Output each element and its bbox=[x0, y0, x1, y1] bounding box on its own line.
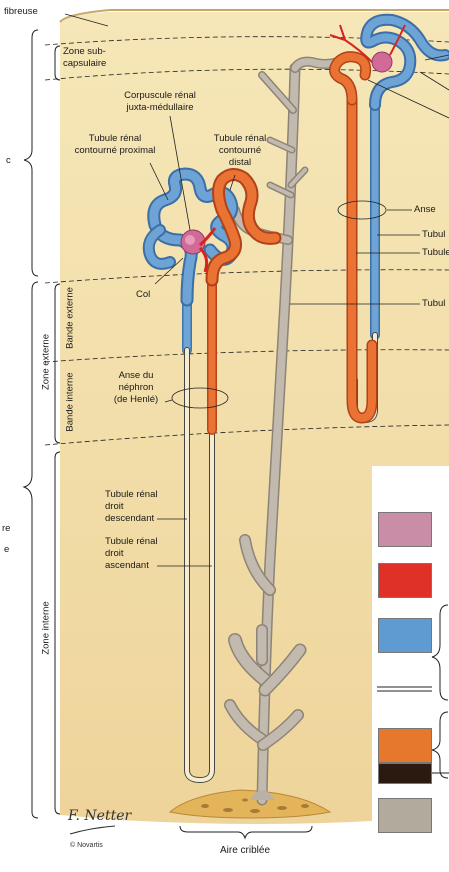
label-tcd-1: Tubule rénal bbox=[200, 133, 280, 144]
label-left-c: c bbox=[6, 155, 11, 166]
label-bande-interne: Bande interne bbox=[65, 372, 76, 431]
label-asc-1: Tubule rénal bbox=[105, 536, 157, 547]
label-right-tub2: Tubule bbox=[422, 247, 449, 258]
label-corpuscule-1: Corpuscule rénal bbox=[100, 90, 220, 101]
label-zone-sub: Zone sub- bbox=[63, 46, 106, 57]
label-asc-2: droit bbox=[105, 548, 123, 559]
label-fibreuse: fibreuse bbox=[4, 6, 38, 17]
glomerulus-juxta-highlight bbox=[185, 235, 195, 245]
label-bande-externe: Bande externe bbox=[65, 287, 76, 349]
label-anse-2: néphron bbox=[100, 382, 172, 393]
label-tcd-3: distal bbox=[200, 157, 280, 168]
label-right-tub3: Tubul bbox=[422, 298, 445, 309]
swatch-glomerulus bbox=[378, 512, 432, 547]
label-left-e: e bbox=[4, 544, 9, 555]
label-corpuscule-2: juxta-médullaire bbox=[100, 102, 220, 113]
label-desc-1: Tubule rénal bbox=[105, 489, 157, 500]
label-anse-1: Anse du bbox=[100, 370, 172, 381]
label-right-tub1: Tubul bbox=[422, 229, 445, 240]
swatch-collecting bbox=[378, 798, 432, 833]
glomerulus-cortical bbox=[372, 52, 392, 72]
label-capsulaire: capsulaire bbox=[63, 58, 106, 69]
swatch-collecting-dark bbox=[378, 763, 432, 784]
copyright: © Novartis bbox=[70, 842, 103, 849]
label-desc-3: descendant bbox=[105, 513, 154, 524]
label-zone-externe: Zone externe bbox=[41, 334, 52, 390]
bracket-zone-externe bbox=[55, 284, 60, 443]
signature-flourish bbox=[70, 826, 115, 834]
label-aire-criblee: Aire criblée bbox=[195, 845, 295, 856]
label-left-re: re bbox=[2, 523, 10, 534]
label-col: Col bbox=[136, 289, 150, 300]
bracket-aire-criblee bbox=[180, 826, 312, 838]
label-zone-interne: Zone interne bbox=[41, 601, 52, 654]
signature: F. Netter bbox=[68, 808, 131, 824]
label-tcp-1: Tubule rénal bbox=[65, 133, 165, 144]
label-right-anse: Anse bbox=[414, 204, 436, 215]
bracket-medulla bbox=[24, 282, 38, 818]
swatch-distal bbox=[378, 728, 432, 763]
label-tcd-2: contourné bbox=[200, 145, 280, 156]
label-anse-3: (de Henlé) bbox=[100, 394, 172, 405]
label-desc-2: droit bbox=[105, 501, 123, 512]
bracket-subcapsular bbox=[55, 46, 60, 80]
label-asc-3: ascendant bbox=[105, 560, 149, 571]
bracket-zone-interne bbox=[55, 452, 60, 814]
swatch-vessel bbox=[378, 563, 432, 598]
bracket-cortex bbox=[24, 30, 38, 276]
swatch-proximal bbox=[378, 618, 432, 653]
label-tcp-2: contourné proximal bbox=[65, 145, 165, 156]
